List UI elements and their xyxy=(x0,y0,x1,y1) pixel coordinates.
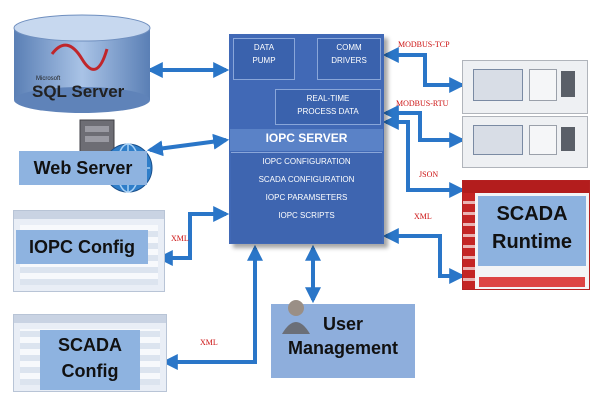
iopc-server-block: DATA PUMP COMM DRIVERS REAL-TIME PROCESS… xyxy=(229,34,384,244)
arrow-web xyxy=(146,133,230,157)
data-pump-line1: DATA xyxy=(253,43,275,52)
scada-runtime-label: SCADA Runtime xyxy=(478,196,586,266)
user-mgmt-label-line1: User xyxy=(322,314,364,334)
realtime-process-data-box: REAL-TIME PROCESS DATA xyxy=(275,89,381,125)
sql-brand: SQL Server xyxy=(32,82,125,101)
arrow-json xyxy=(382,114,466,198)
arrow-modbus-rtu xyxy=(382,105,466,148)
scada-config-label-line2: Config xyxy=(61,361,119,381)
user-management-label: User Management xyxy=(271,304,415,378)
data-pump-line2: PUMP xyxy=(252,56,276,65)
scada-config-label-line1: SCADA xyxy=(57,335,122,355)
list-item: SCADA CONFIGURATION xyxy=(258,175,355,184)
xml-runtime-label: XML xyxy=(414,212,432,221)
sql-server-database: Microsoft SQL Server xyxy=(12,14,152,114)
scada-runtime-label-line2: Runtime xyxy=(492,231,572,253)
iopc-server-title: IOPC SERVER xyxy=(265,131,348,145)
arrow-iopc-config xyxy=(156,206,230,266)
scada-config-label: SCADA Config xyxy=(40,330,140,390)
scada-runtime-label-line1: SCADA xyxy=(496,203,568,225)
realtime-line1: REAL-TIME xyxy=(306,94,350,103)
list-item: IOPC SCRIPTS xyxy=(278,211,335,220)
web-server-label: Web Server xyxy=(19,151,147,185)
comm-drivers-box: COMM DRIVERS xyxy=(317,38,381,80)
arrow-runtime xyxy=(382,228,466,284)
xml-scada-label: XML xyxy=(200,338,218,347)
user-icon xyxy=(282,300,310,334)
comm-drivers-line2: DRIVERS xyxy=(331,56,367,65)
comm-drivers-line1: COMM xyxy=(336,43,362,52)
arrow-scada-config xyxy=(161,244,263,370)
arrow-modbus-tcp xyxy=(382,47,466,93)
modbus-tcp-label: MODBUS-TCP xyxy=(398,40,450,49)
modbus-rtu-label: MODBUS-RTU xyxy=(396,99,449,108)
iopc-config-label: IOPC Config xyxy=(16,230,148,264)
list-item: IOPC CONFIGURATION xyxy=(262,157,351,166)
json-label: JSON xyxy=(419,170,439,179)
modbus-rtu-device xyxy=(462,116,588,168)
server-config-list: IOPC CONFIGURATION SCADA CONFIGURATION I… xyxy=(231,152,382,243)
modbus-tcp-device xyxy=(462,60,588,114)
realtime-line2: PROCESS DATA xyxy=(297,107,359,116)
user-mgmt-label-line2: Management xyxy=(287,338,399,358)
xml-iopc-label: XML xyxy=(171,234,189,243)
sql-brand-small: Microsoft xyxy=(36,76,61,82)
data-pump-box: DATA PUMP xyxy=(233,38,295,80)
database-icon xyxy=(13,14,151,113)
list-item: IOPC PARAMSETERS xyxy=(265,193,348,202)
